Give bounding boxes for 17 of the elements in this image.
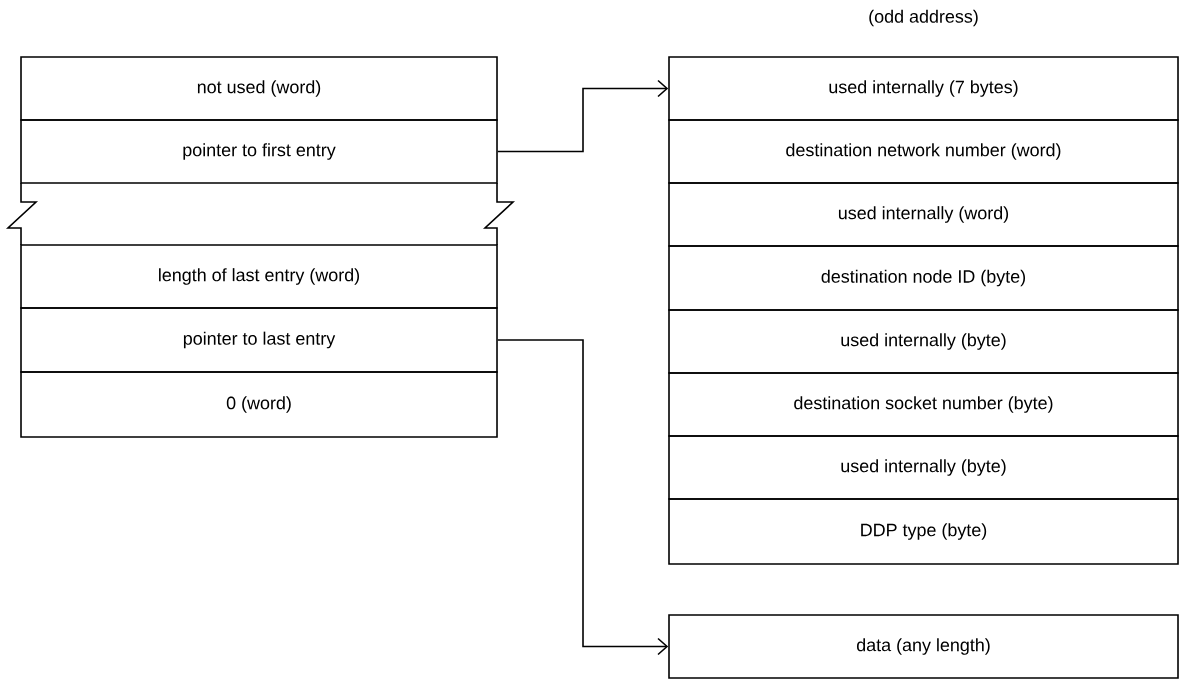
table-row: DDP type (byte)	[668, 498, 1179, 565]
table-row: used internally (byte)	[668, 309, 1179, 374]
arrow	[497, 79, 669, 153]
table-row: data (any length)	[668, 614, 1179, 679]
table-row: destination node ID (byte)	[668, 245, 1179, 311]
table-row: 0 (word)	[20, 371, 498, 438]
table-row: length of last entry (word)	[20, 244, 498, 309]
table-row: pointer to first entry	[20, 119, 498, 184]
table-row: pointer to last entry	[20, 307, 498, 373]
table-row: destination network number (word)	[668, 119, 1179, 184]
heading: (odd address)	[869, 9, 978, 27]
arrow	[497, 339, 669, 656]
table-row: not used (word)	[20, 56, 498, 121]
table-row: used internally (word)	[668, 182, 1179, 247]
table-row: destination socket number (byte)	[668, 372, 1179, 437]
table-row: used internally (byte)	[668, 435, 1179, 500]
table-row: used internally (7 bytes)	[668, 56, 1179, 121]
